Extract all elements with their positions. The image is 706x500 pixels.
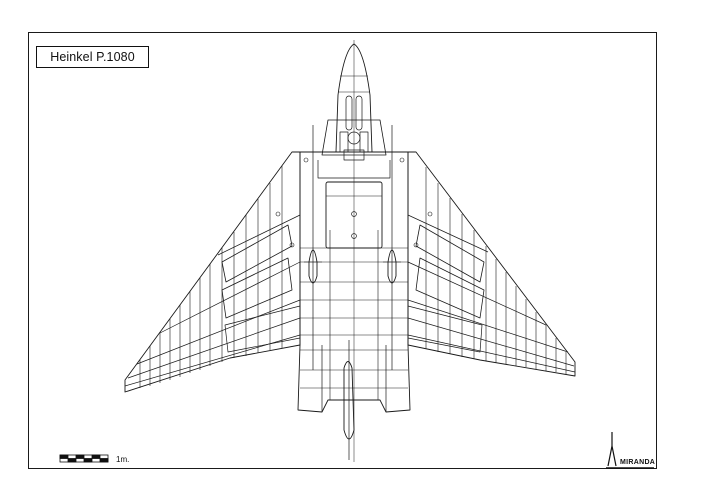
left-wing-panel-upper (221, 224, 293, 283)
right-wing-ribs (425, 167, 567, 374)
right-wing-spars (407, 214, 576, 373)
fuselage-centre (297, 151, 411, 413)
logo-text: MIRANDA (620, 459, 656, 466)
left-wing-spars (124, 214, 301, 387)
left-store (304, 125, 322, 370)
left-wing-panel-lower (221, 257, 293, 319)
left-flap (224, 305, 301, 353)
left-wing-outline (124, 151, 301, 393)
right-store (383, 125, 401, 370)
scale-bar (59, 454, 109, 463)
scale-label: 1m. (116, 455, 130, 464)
drawing-title: Heinkel P.1080 (36, 46, 149, 68)
right-wing-panel-lower (415, 257, 485, 319)
right-wing-panel-upper (415, 224, 485, 283)
intake-ring (321, 119, 387, 156)
left-wing-ribs (139, 166, 283, 388)
drawing-frame (28, 32, 657, 469)
cockpit-detail (339, 95, 369, 161)
miranda-logo-mark (606, 432, 654, 469)
